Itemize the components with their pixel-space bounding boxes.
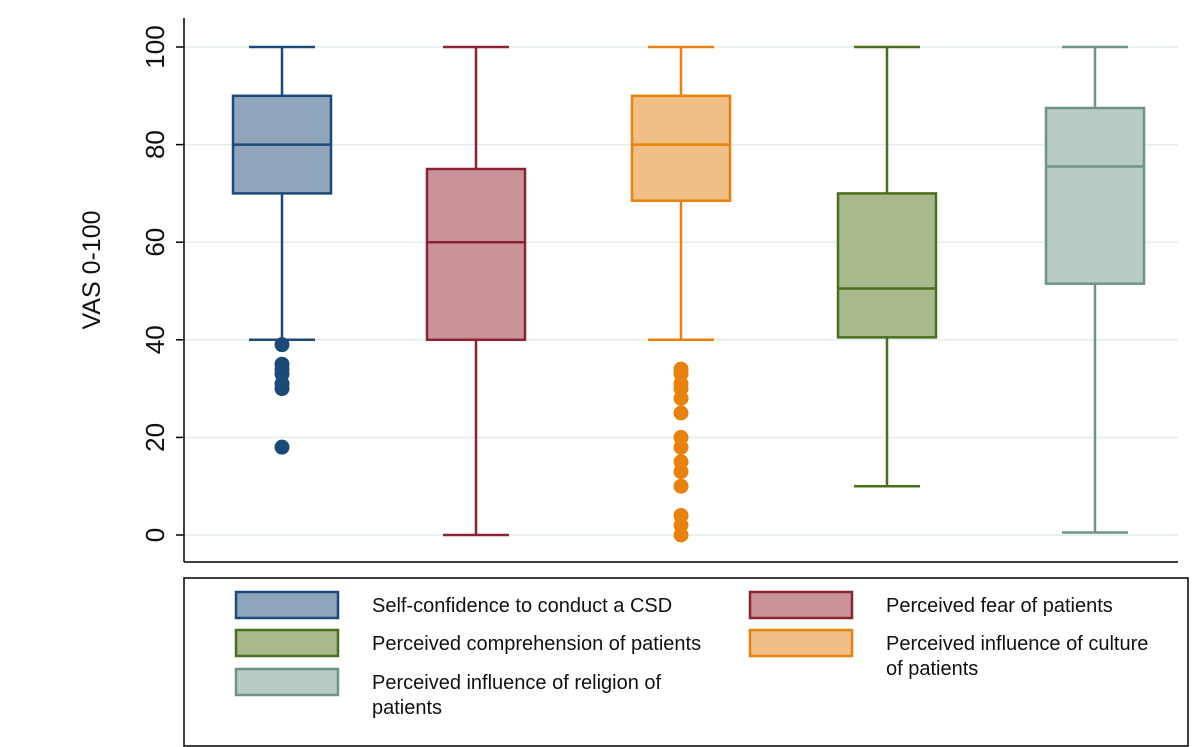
legend-label: Perceived influence of religion of (372, 672, 662, 694)
outlier-point (673, 464, 689, 480)
box-series (630, 45, 732, 543)
outlier-point (274, 337, 290, 353)
legend-label: Self-confidence to conduct a CSD (372, 595, 672, 617)
legend-key (234, 590, 340, 620)
legend-label: of patients (886, 658, 978, 680)
box-series (231, 45, 333, 455)
y-tick-label: 0 (140, 528, 170, 542)
legend-label: patients (372, 697, 442, 719)
legend-item: Perceived fear of patients (748, 590, 1113, 620)
legend-key (748, 590, 854, 620)
legend-item: Self-confidence to conduct a CSD (234, 590, 672, 620)
outlier-point (673, 405, 689, 421)
legend-label: Perceived comprehension of patients (372, 633, 701, 655)
legend-item: Perceived influence of religion of patien… (234, 667, 662, 719)
y-tick-label: 40 (140, 325, 170, 354)
y-tick-label: 20 (140, 423, 170, 452)
y-tick-label: 100 (140, 25, 170, 68)
box-iqr (836, 192, 938, 339)
outlier-point (673, 439, 689, 455)
legend: Self-confidence to conduct a CSD Perceive… (183, 577, 1189, 747)
outlier-point (274, 439, 290, 455)
box-iqr (1044, 106, 1146, 285)
outlier-point (274, 381, 290, 397)
box-iqr (425, 167, 527, 342)
box-iqr (630, 94, 732, 202)
legend-item: Perceived comprehension of patients (234, 628, 701, 658)
legend-item: Perceived influence of culture of patient… (748, 628, 1148, 680)
box-series (836, 45, 938, 488)
outlier-point (673, 527, 689, 543)
legend-key (234, 667, 340, 697)
legend-label: Perceived fear of patients (886, 595, 1113, 617)
outlier-point (673, 478, 689, 494)
box-series (1044, 45, 1146, 534)
y-tick-label: 80 (140, 130, 170, 159)
y-axis-title: VAS 0-100 (78, 210, 106, 329)
legend-key (748, 628, 854, 658)
y-axis: 0 20 40 60 80 100 (140, 18, 1178, 563)
box-series (425, 45, 527, 537)
legend-label: Perceived influence of culture (886, 633, 1148, 655)
y-tick-label: 60 (140, 228, 170, 257)
plot-area (231, 45, 1146, 543)
outlier-point (673, 390, 689, 406)
legend-border (183, 577, 1189, 747)
legend-key (234, 628, 340, 658)
